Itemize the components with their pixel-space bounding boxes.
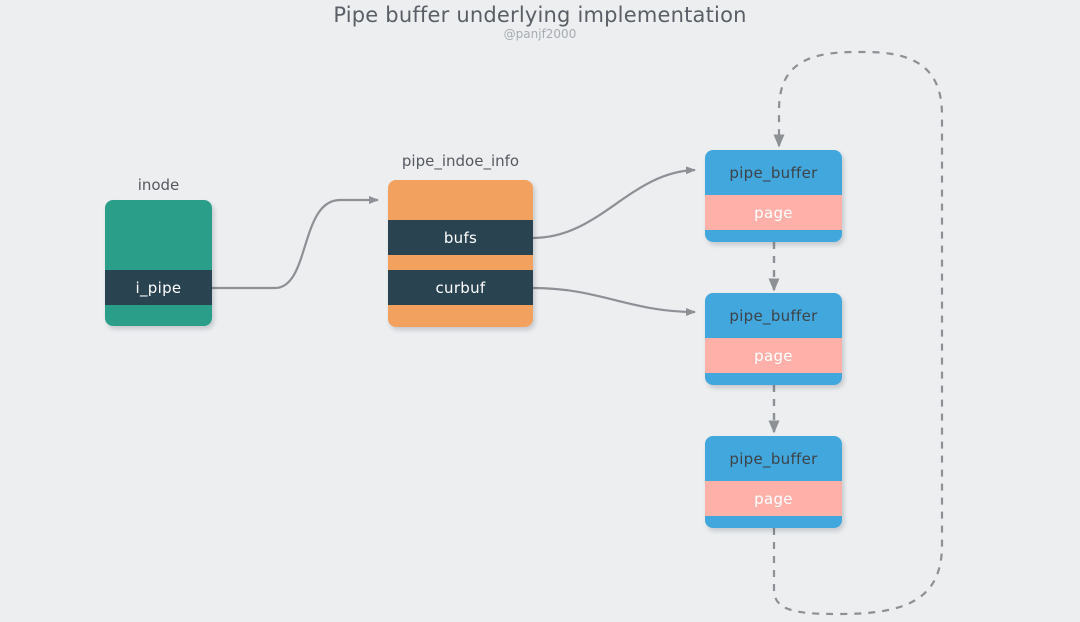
pipe_buffer-3-header: pipe_buffer [705, 436, 842, 481]
pipe_buffer-2-footer [705, 373, 842, 385]
page-title: Pipe buffer underlying implementation [333, 3, 747, 27]
pipe_buffer-2-header: pipe_buffer [705, 293, 842, 338]
edge-i_pipe-to-pipe_inode_info [212, 196, 379, 290]
pipe_buffer-1-header: pipe_buffer [705, 150, 842, 195]
pipe_inode_info-field-bufs[interactable]: bufs [388, 220, 533, 255]
pipe_buffer-1-header-label: pipe_buffer [729, 163, 818, 182]
pipe_inode_info-field-curbuf[interactable]: curbuf [388, 270, 533, 305]
pipe_buffer-3-header-label: pipe_buffer [729, 449, 818, 468]
pipe_inode_info-caption: pipe_indoe_info [401, 152, 520, 170]
pipe_inode_info-segment-bottom [388, 305, 533, 327]
pipe_buffer-2-field-page-label: page [754, 346, 793, 365]
pipe_buffer-1-footer [705, 230, 842, 242]
inode-field-i_pipe-label: i_pipe [135, 278, 182, 297]
pipe_buffer-1-field-page-label: page [754, 203, 793, 222]
pipe_buffer-3-field-page[interactable]: page [705, 481, 842, 516]
pipe_buffer-2-field-page[interactable]: page [705, 338, 842, 373]
node-pipe_buffer-1[interactable]: pipe_buffer page [705, 150, 842, 242]
pipe_inode_info-segment-top [388, 180, 533, 220]
inode-segment-top [105, 200, 212, 270]
inode-caption: inode [137, 176, 180, 194]
pipe_buffer-3-field-page-label: page [754, 489, 793, 508]
pipe_inode_info-segment-middle [388, 255, 533, 270]
pipe_inode_info-field-bufs-label: bufs [443, 228, 478, 247]
node-pipe_buffer-2[interactable]: pipe_buffer page [705, 293, 842, 385]
edge-curbuf-to-pipe_buffer-2 [532, 286, 696, 316]
pipe_buffer-1-field-page[interactable]: page [705, 195, 842, 230]
node-pipe_buffer-3[interactable]: pipe_buffer page [705, 436, 842, 528]
pipe_buffer-2-header-label: pipe_buffer [729, 306, 818, 325]
node-inode[interactable]: i_pipe [105, 200, 212, 326]
inode-segment-bottom [105, 305, 212, 326]
page-subtitle: @panjf2000 [503, 27, 577, 41]
edge-bufs-to-pipe_buffer-1 [532, 166, 696, 240]
node-pipe_inode_info[interactable]: bufs curbuf [388, 180, 533, 327]
inode-field-i_pipe[interactable]: i_pipe [105, 270, 212, 305]
pipe_buffer-3-footer [705, 516, 842, 528]
pipe_inode_info-field-curbuf-label: curbuf [435, 278, 486, 297]
